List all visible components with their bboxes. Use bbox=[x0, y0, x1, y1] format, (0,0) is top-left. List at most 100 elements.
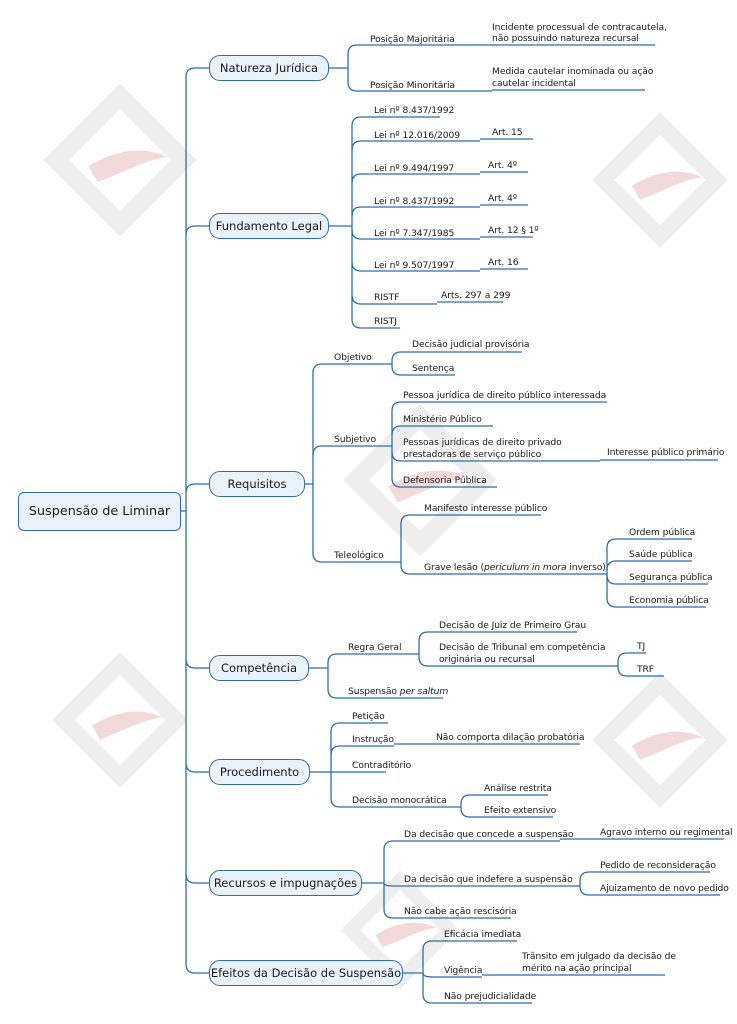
efeitos-branch bbox=[422, 940, 517, 951]
node-sentenca[interactable]: Sentença bbox=[412, 363, 455, 374]
node-saude-publica[interactable]: Saúde pública bbox=[629, 549, 693, 560]
subjetivo-branch bbox=[391, 477, 497, 488]
branch-procedimento[interactable]: Procedimento bbox=[209, 759, 310, 785]
node-ordem-publica[interactable]: Ordem pública bbox=[629, 527, 696, 538]
requisitos-branch bbox=[312, 363, 371, 374]
node-indefere[interactable]: Da decisão que indefere a suspensão bbox=[404, 874, 573, 885]
node-tj[interactable]: TJ bbox=[637, 641, 646, 652]
root-branch bbox=[185, 483, 209, 494]
branch-label: Procedimento bbox=[219, 765, 300, 779]
node-manifesto-interesse[interactable]: Manifesto interesse público bbox=[424, 503, 548, 514]
node-decisao-provisoria[interactable]: Decisão judicial provisória bbox=[412, 339, 530, 350]
node-juiz-primeiro-grau[interactable]: Decisão de Juiz de Primeiro Grau bbox=[439, 620, 587, 631]
node-trf[interactable]: TRF bbox=[637, 664, 654, 675]
grave-lesao-em: periculum in mora bbox=[484, 562, 567, 573]
node-tribunal-2[interactable]: originária ou recursal bbox=[439, 654, 535, 665]
node-lei-5-detail: Art. 12 § 1º bbox=[488, 225, 539, 236]
node-decisao-monocratica[interactable]: Decisão monocrática bbox=[352, 795, 447, 806]
node-tribunal-1[interactable]: Decisão de Tribunal em competência bbox=[439, 642, 606, 653]
subjetivo-branch bbox=[391, 401, 607, 412]
node-instrucao[interactable]: Instrução bbox=[352, 734, 394, 745]
grave-branch bbox=[606, 574, 708, 585]
watermark-logo bbox=[52, 652, 188, 788]
node-ristf[interactable]: RISTF bbox=[374, 292, 400, 303]
branch-label: Competência bbox=[220, 661, 298, 675]
subjetivo-branch bbox=[391, 451, 600, 462]
indefere-branch bbox=[579, 871, 710, 882]
branch-requisitos[interactable]: Requisitos bbox=[209, 471, 305, 497]
node-pj-publico[interactable]: Pessoa jurídica de direito público inter… bbox=[403, 390, 607, 401]
per-saltum-pre: Suspensão bbox=[348, 686, 400, 697]
node-lei-3[interactable]: Lei nº 9.494/1997 bbox=[374, 163, 455, 174]
node-contraditorio[interactable]: Contraditório bbox=[352, 760, 412, 771]
node-concede[interactable]: Da decisão que concede a suspensão bbox=[404, 829, 574, 840]
node-objetivo[interactable]: Objetivo bbox=[334, 352, 372, 363]
node-regra-geral[interactable]: Regra Geral bbox=[348, 642, 402, 653]
objetivo-branch bbox=[391, 365, 455, 376]
node-majoritaria-detail-2: não possuindo natureza recursal bbox=[492, 33, 639, 44]
node-lei-3-detail: Art. 4º bbox=[488, 160, 517, 171]
fundamento-branch bbox=[351, 294, 437, 305]
branch-competencia[interactable]: Competência bbox=[209, 655, 309, 681]
procedimento-branch bbox=[330, 722, 388, 733]
node-ristf-detail: Arts. 297 a 299 bbox=[441, 290, 511, 301]
root-branch bbox=[185, 963, 209, 974]
node-ministerio-publico[interactable]: Ministério Público bbox=[403, 414, 482, 425]
node-per-saltum[interactable]: Suspensão per saltum bbox=[348, 686, 448, 698]
root-node[interactable]: Suspensão de Liminar bbox=[18, 492, 181, 531]
tribunais-branch bbox=[617, 666, 664, 677]
branch-label: Fundamento Legal bbox=[215, 219, 323, 233]
regra-branch bbox=[418, 656, 618, 667]
branch-efeitos[interactable]: Efeitos da Decisão de Suspensão bbox=[209, 960, 403, 986]
fundamento-branch bbox=[351, 261, 480, 272]
node-pj-privado-2[interactable]: prestadoras de serviço público bbox=[403, 449, 542, 460]
branch-recursos[interactable]: Recursos e impugnações bbox=[209, 870, 362, 896]
fundamento-branch bbox=[351, 229, 480, 240]
fundamento-branch bbox=[351, 318, 400, 329]
node-majoritaria-detail-1: Incidente processual de contracautela, bbox=[492, 22, 667, 33]
node-economia-publica[interactable]: Economia pública bbox=[629, 595, 709, 606]
node-reconsideracao[interactable]: Pedido de reconsideração bbox=[600, 860, 716, 871]
efeitos-branch bbox=[422, 972, 482, 978]
grave-branch bbox=[606, 538, 692, 549]
node-posicao-minoritaria[interactable]: Posição Minoritária bbox=[370, 80, 455, 91]
node-pj-privado-1[interactable]: Pessoas jurídicas de direito privado bbox=[403, 437, 562, 448]
node-dilacao: Não comporta dilação probatória bbox=[436, 732, 585, 743]
node-posicao-majoritaria[interactable]: Posição Majoritária bbox=[370, 34, 455, 45]
fundamento-branch bbox=[351, 173, 480, 184]
node-rescisoria[interactable]: Não cabe ação rescisória bbox=[404, 906, 517, 917]
branch-natureza-juridica[interactable]: Natureza Jurídica bbox=[209, 55, 329, 81]
node-vigencia[interactable]: Vigência bbox=[444, 965, 483, 976]
node-novo-pedido[interactable]: Ajuizamento de novo pedido bbox=[600, 883, 729, 894]
node-peticao[interactable]: Petição bbox=[352, 711, 385, 722]
subjetivo-branch bbox=[391, 425, 493, 436]
branch-fundamento-legal[interactable]: Fundamento Legal bbox=[209, 213, 329, 239]
node-ristj[interactable]: RISTJ bbox=[374, 316, 397, 327]
node-lei-5[interactable]: Lei nº 7.347/1985 bbox=[374, 228, 455, 239]
node-grave-lesao[interactable]: Grave lesão (periculum in mora inverso) bbox=[424, 562, 606, 574]
node-transito-1: Trânsito em julgado da decisão de bbox=[522, 951, 676, 962]
tribunais-branch bbox=[617, 652, 646, 663]
root-branch bbox=[185, 873, 209, 884]
competencia-branch bbox=[327, 653, 398, 664]
node-efeito-extensivo[interactable]: Efeito extensivo bbox=[484, 805, 557, 816]
fundamento-branch bbox=[351, 140, 480, 151]
node-lei-6[interactable]: Lei nº 9.507/1997 bbox=[374, 260, 455, 271]
node-prejudicialidade[interactable]: Não prejudicialidade bbox=[444, 991, 537, 1002]
node-lei-2[interactable]: Lei nº 12.016/2009 bbox=[374, 130, 460, 141]
node-analise-restrita[interactable]: Análise restrita bbox=[484, 783, 552, 794]
node-seguranca-publica[interactable]: Segurança pública bbox=[629, 572, 713, 583]
decisao-branch bbox=[460, 794, 548, 805]
node-teleologico[interactable]: Teleológico bbox=[334, 550, 384, 561]
node-lei-4[interactable]: Lei nº 8.437/1992 bbox=[374, 196, 455, 207]
node-eficacia[interactable]: Eficácia imediata bbox=[444, 929, 522, 940]
node-lei-1[interactable]: Lei nº 8.437/1992 bbox=[374, 105, 455, 116]
node-lei-2-detail: Art. 15 bbox=[492, 127, 523, 138]
fundamento-branch bbox=[351, 206, 480, 217]
node-defensoria[interactable]: Defensoria Pública bbox=[403, 475, 487, 486]
recursos-branch bbox=[383, 908, 511, 919]
node-subjetivo[interactable]: Subjetivo bbox=[334, 434, 377, 445]
node-interesse-primario: Interesse público primário bbox=[607, 447, 725, 458]
